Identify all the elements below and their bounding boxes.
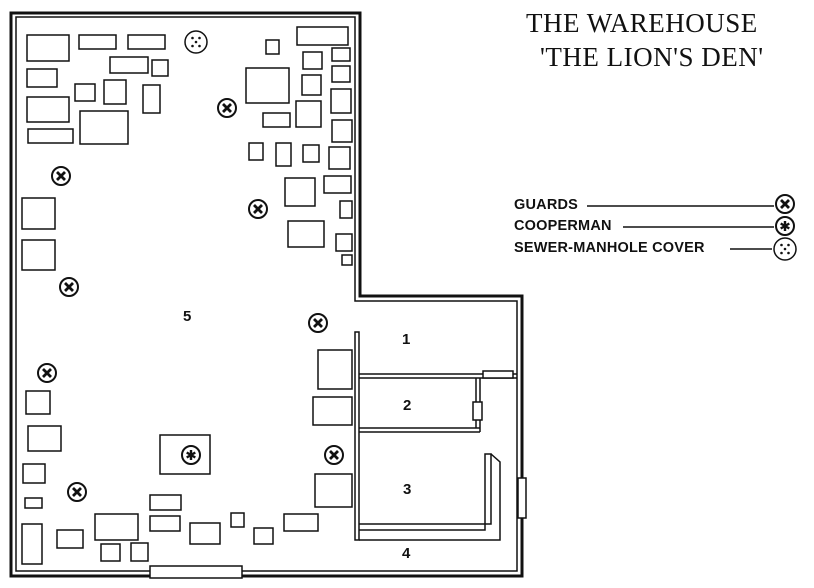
cooperman-icon xyxy=(181,445,201,465)
guard-icon xyxy=(67,482,87,502)
area-label-2: 2 xyxy=(403,397,411,414)
map-title-line-2: 'THE LION'S DEN' xyxy=(540,42,764,72)
manhole-cover-icon xyxy=(773,237,797,261)
legend-graphics xyxy=(587,194,797,261)
cooperman-icon xyxy=(775,216,795,236)
guard-icon xyxy=(37,363,57,383)
legend-label-manhole: SEWER-MANHOLE COVER xyxy=(514,240,705,256)
right-door xyxy=(517,477,527,519)
guard-icon xyxy=(324,445,344,465)
guard-icon xyxy=(308,313,328,333)
area-label-3: 3 xyxy=(403,481,411,498)
legend-label-cooperman: COOPERMAN xyxy=(514,218,612,234)
guard-icon xyxy=(775,194,795,214)
guard-icon xyxy=(59,277,79,297)
guard-markers xyxy=(37,98,344,502)
area-label-5: 5 xyxy=(183,308,191,325)
area-label-1: 1 xyxy=(402,331,410,348)
outer-walls xyxy=(9,11,524,578)
manhole-cover-icon xyxy=(184,30,208,54)
area-labels: 5 1 2 3 4 xyxy=(183,308,411,562)
crates xyxy=(21,26,353,565)
guard-icon xyxy=(217,98,237,118)
map-title-line-1: THE WAREHOUSE xyxy=(526,8,758,38)
legend-label-guards: GUARDS xyxy=(514,197,579,213)
guard-icon xyxy=(248,199,268,219)
bottom-door xyxy=(149,565,243,579)
guard-icon xyxy=(51,166,71,186)
room-partitions xyxy=(354,331,517,541)
area-label-4: 4 xyxy=(402,545,411,562)
